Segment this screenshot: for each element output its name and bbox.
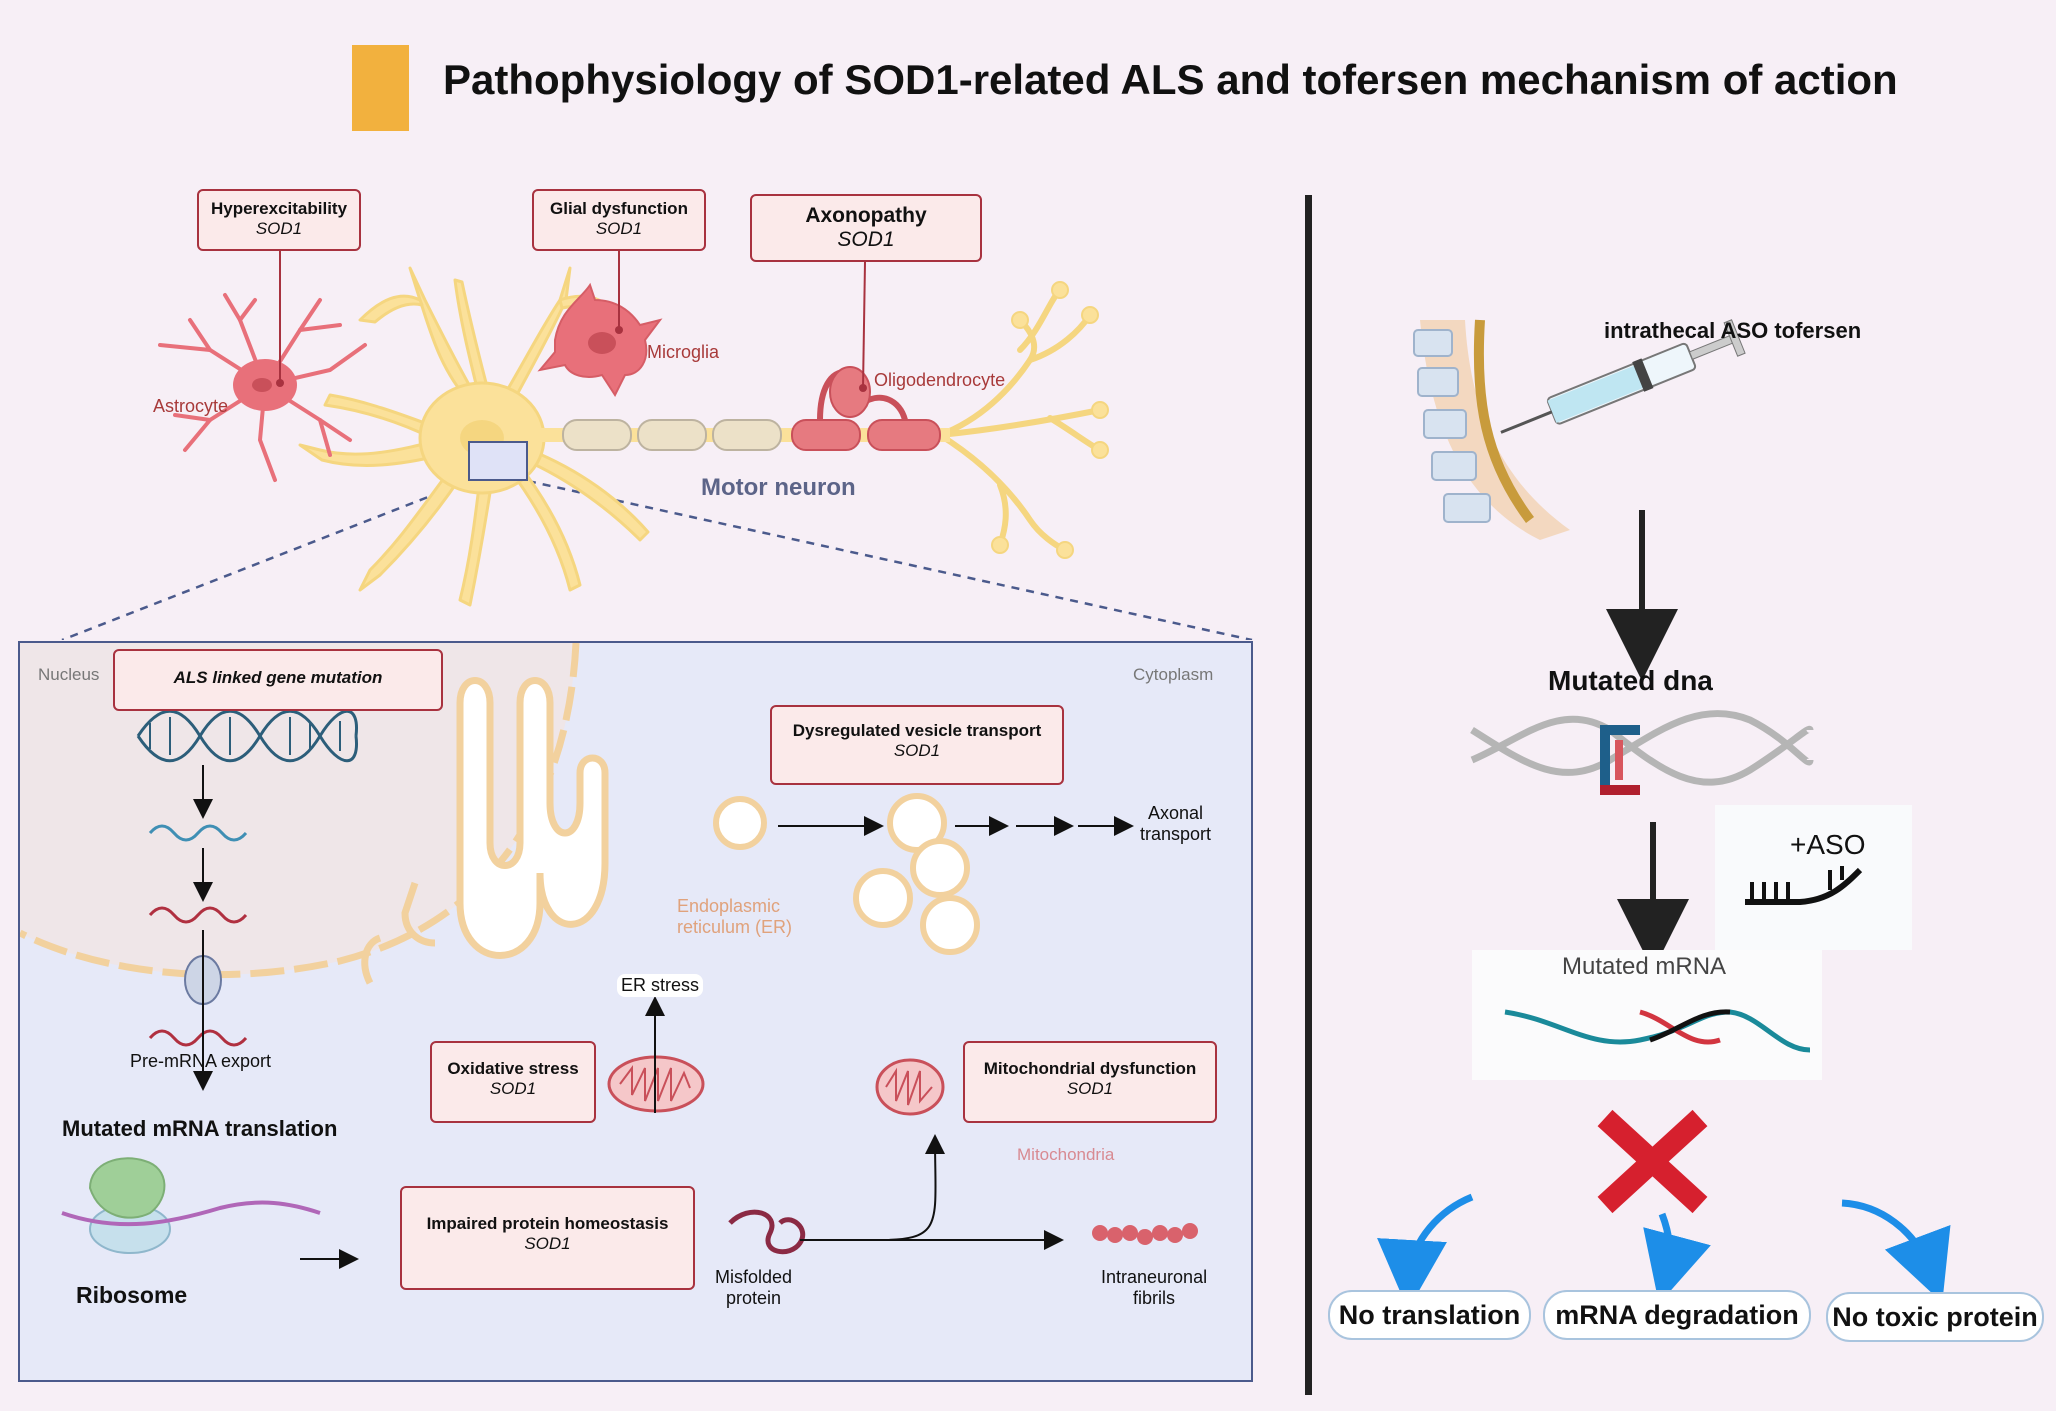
aso-label: +ASO: [1790, 829, 1866, 860]
misfolded-line-2: protein: [726, 1288, 782, 1308]
intraneuronal-fibrils-label: Intraneuronal fibrils: [1101, 1267, 1207, 1309]
mitochondrial-dysfunction-gene: SOD1: [1066, 1079, 1114, 1098]
er-label-line-2: reticulum (ER): [677, 917, 793, 937]
pre-mrna-export-label: Pre-mRNA export: [130, 1051, 272, 1071]
hyperexcitability-box: Hyperexcitability SOD1: [197, 189, 361, 251]
axonopathy-gene: SOD1: [837, 228, 895, 251]
vesicle-transport-label: Dysregulated vesicle transport: [792, 721, 1042, 740]
er-stress-label: ER stress: [617, 974, 704, 997]
motor-neuron-label: Motor neuron: [701, 474, 856, 501]
glial-dysfunction-gene: SOD1: [595, 219, 643, 238]
fibrils-line-2: fibrils: [1133, 1288, 1176, 1308]
neuron-illustration: [61, 250, 1253, 640]
oxidative-stress-label: Oxidative stress: [447, 1059, 579, 1078]
microglia-label: Microglia: [647, 342, 720, 362]
glial-dysfunction-box: Glial dysfunction SOD1: [532, 189, 706, 251]
oxidative-stress-gene: SOD1: [489, 1079, 537, 1098]
hyperexcitability-label: Hyperexcitability: [210, 199, 348, 218]
als-mutation-label: ALS linked gene mutation: [173, 668, 383, 687]
mutated-mrna-label: Mutated mRNA: [1562, 953, 1727, 980]
cell-inset-panel: Nucleus Cytoplasm ALS linked gene mutati…: [18, 641, 1253, 1382]
outcome-no-toxic-protein: No toxic protein: [1826, 1292, 2044, 1342]
mitochondria-label: Mitochondria: [1017, 1145, 1115, 1164]
outcome-mrna-degradation: mRNA degradation: [1543, 1290, 1811, 1340]
hyperexcitability-gene: SOD1: [255, 219, 303, 238]
vesicle-transport-gene: SOD1: [893, 741, 941, 760]
glial-dysfunction-label: Glial dysfunction: [550, 199, 688, 218]
oligodendrocyte-label: Oligodendrocyte: [874, 370, 1006, 390]
mutated-dna-label: Mutated dna: [1548, 665, 1713, 696]
protein-homeostasis-label: Impaired protein homeostasis: [426, 1214, 669, 1233]
ribosome-label: Ribosome: [76, 1282, 188, 1308]
axonal-transport-label: Axonal transport: [1140, 803, 1211, 845]
astrocyte-label: Astrocyte: [153, 396, 229, 416]
axonal-transport-line-1: Axonal: [1148, 803, 1204, 823]
page-title: Pathophysiology of SOD1-related ALS and …: [443, 56, 1898, 103]
axonopathy-box: Axonopathy SOD1: [750, 194, 982, 262]
misfolded-protein-label: Misfolded protein: [715, 1267, 792, 1309]
intrathecal-label: intrathecal ASO tofersen: [1604, 318, 1862, 343]
protein-homeostasis-box: Impaired protein homeostasis SOD1: [400, 1186, 695, 1290]
als-mutation-box: ALS linked gene mutation: [113, 649, 443, 711]
panel-divider: [1305, 195, 1312, 1395]
mitochondrial-dysfunction-label: Mitochondrial dysfunction: [983, 1059, 1197, 1078]
fibrils-line-1: Intraneuronal: [1101, 1267, 1208, 1287]
outcome-no-translation: No translation: [1328, 1290, 1531, 1340]
inset-illustrations: [20, 643, 1198, 1269]
vesicle-transport-box: Dysregulated vesicle transport SOD1: [770, 705, 1064, 785]
cytoplasm-label: Cytoplasm: [1133, 665, 1214, 684]
protein-homeostasis-gene: SOD1: [524, 1234, 571, 1253]
misfolded-line-1: Misfolded: [715, 1267, 793, 1287]
title-accent-bar: [352, 45, 409, 131]
er-label-line-1: Endoplasmic: [677, 896, 781, 916]
axonal-transport-line-2: transport: [1140, 824, 1212, 844]
axonopathy-label: Axonopathy: [805, 204, 927, 227]
mitochondrial-dysfunction-box: Mitochondrial dysfunction SOD1: [963, 1041, 1217, 1123]
er-label: Endoplasmic reticulum (ER): [677, 896, 792, 938]
oxidative-stress-box: Oxidative stress SOD1: [430, 1041, 596, 1123]
mutated-translation-label: Mutated mRNA translation: [62, 1116, 338, 1141]
nucleus-label: Nucleus: [38, 665, 100, 684]
right-panel-illustrations: [1377, 319, 1951, 1310]
